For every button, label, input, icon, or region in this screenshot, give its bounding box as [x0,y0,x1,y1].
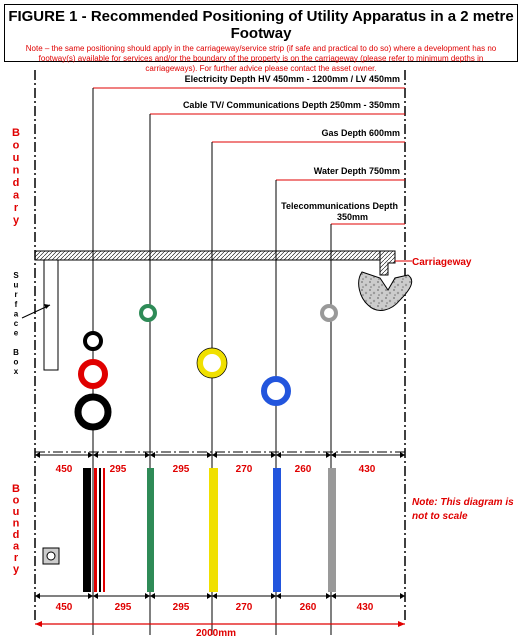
gas-label: Gas Depth 600mm [321,128,400,138]
top-dimension-line [35,452,405,458]
boundary-bottom-letter: u [13,506,20,518]
boundary-bottom-letter: r [14,552,19,564]
surface-box [43,259,59,371]
carriageway-label: Carriageway [412,257,472,268]
top-dim-295b: 295 [173,464,190,475]
surface-box-letter: f [15,300,18,309]
surface-box-letter: S [13,271,19,280]
total-width-label: 2000mm [196,628,236,639]
boundary-bottom-letter: d [13,529,20,541]
plan-view-pipes [83,468,336,592]
boundary-top-letter: n [13,165,20,177]
surface-box-letter: B [13,348,19,357]
boundary-bottom-letter: B [12,483,20,495]
kerb-foundation [358,271,413,311]
boundary-bottom-letter: a [13,541,20,553]
top-dim-430: 430 [359,464,376,475]
bottom-dim-430: 430 [357,602,374,613]
surface-box-letter: o [14,357,19,366]
electric-duct-medium [78,359,108,389]
electric-pipe-red [94,468,97,592]
bottom-dim-260: 260 [300,602,317,613]
electric-pipe-black-thin [99,468,101,592]
top-dim-450: 450 [56,464,73,475]
boundary-top-letter: o [13,140,20,152]
figure-note: Note – the same positioning should apply… [25,44,497,73]
gas-pipe [209,468,218,592]
electric-duct-large [74,393,112,431]
kerb [379,250,396,276]
water-pipe [273,468,281,592]
electric-pipe-black [83,468,91,592]
bottom-dim-450: 450 [56,602,73,613]
telecom-duct [320,304,338,322]
top-dim-270: 270 [236,464,253,475]
electric-duct-small [83,331,103,351]
surface-box-letter: c [14,319,19,328]
footway-slab [34,250,381,261]
bottom-dimension-line [35,593,405,599]
boundary-top-letter: y [13,215,20,227]
electricity-label: Electricity Depth HV 450mm - 1200mm / LV… [185,74,400,84]
water-duct [261,376,291,406]
surface-box-letter: u [14,281,19,290]
boundary-top-letter: B [12,127,20,139]
boundary-bottom-letter: o [13,495,20,507]
surface-box-letter: r [14,290,17,299]
telecom-label-1: Telecommunications Depth [281,201,398,211]
cross-section-ducts [74,304,338,431]
top-dim-295a: 295 [110,464,127,475]
electric-pipe-red-2 [103,468,105,592]
boundary-top-letter: d [13,177,20,189]
telecom-label-2: 350mm [337,212,368,222]
surface-box-letter: a [14,309,19,318]
boundary-top-letter: a [13,190,20,202]
title-box: FIGURE 1 - Recommended Positioning of Ut… [4,4,518,73]
scale-note-line-1: Note: This diagram is [412,497,514,508]
gas-duct [197,348,227,378]
bottom-dim-295a: 295 [115,602,132,613]
boundary-top-letter: u [13,152,20,164]
boundary-bottom-letter: n [13,518,20,530]
boundary-bottom-letter: y [13,564,20,576]
leader-lines [93,87,405,225]
surface-box-letter: x [14,367,19,376]
cable-label: Cable TV/ Communications Depth 250mm - 3… [183,100,400,110]
boundary-top-letter: r [14,202,19,214]
scale-note-line-2: not to scale [412,511,468,522]
cable-duct [139,304,157,322]
top-dim-260: 260 [295,464,312,475]
water-label: Water Depth 750mm [314,166,400,176]
bottom-dim-270: 270 [236,602,253,613]
bottom-dim-295b: 295 [173,602,190,613]
telecom-pipe [328,468,336,592]
gas-duct-outline [196,347,228,379]
total-width-line [35,621,405,627]
cable-pipe [147,468,154,592]
figure-title: FIGURE 1 - Recommended Positioning of Ut… [8,8,514,42]
surface-box-letter: e [14,329,19,338]
